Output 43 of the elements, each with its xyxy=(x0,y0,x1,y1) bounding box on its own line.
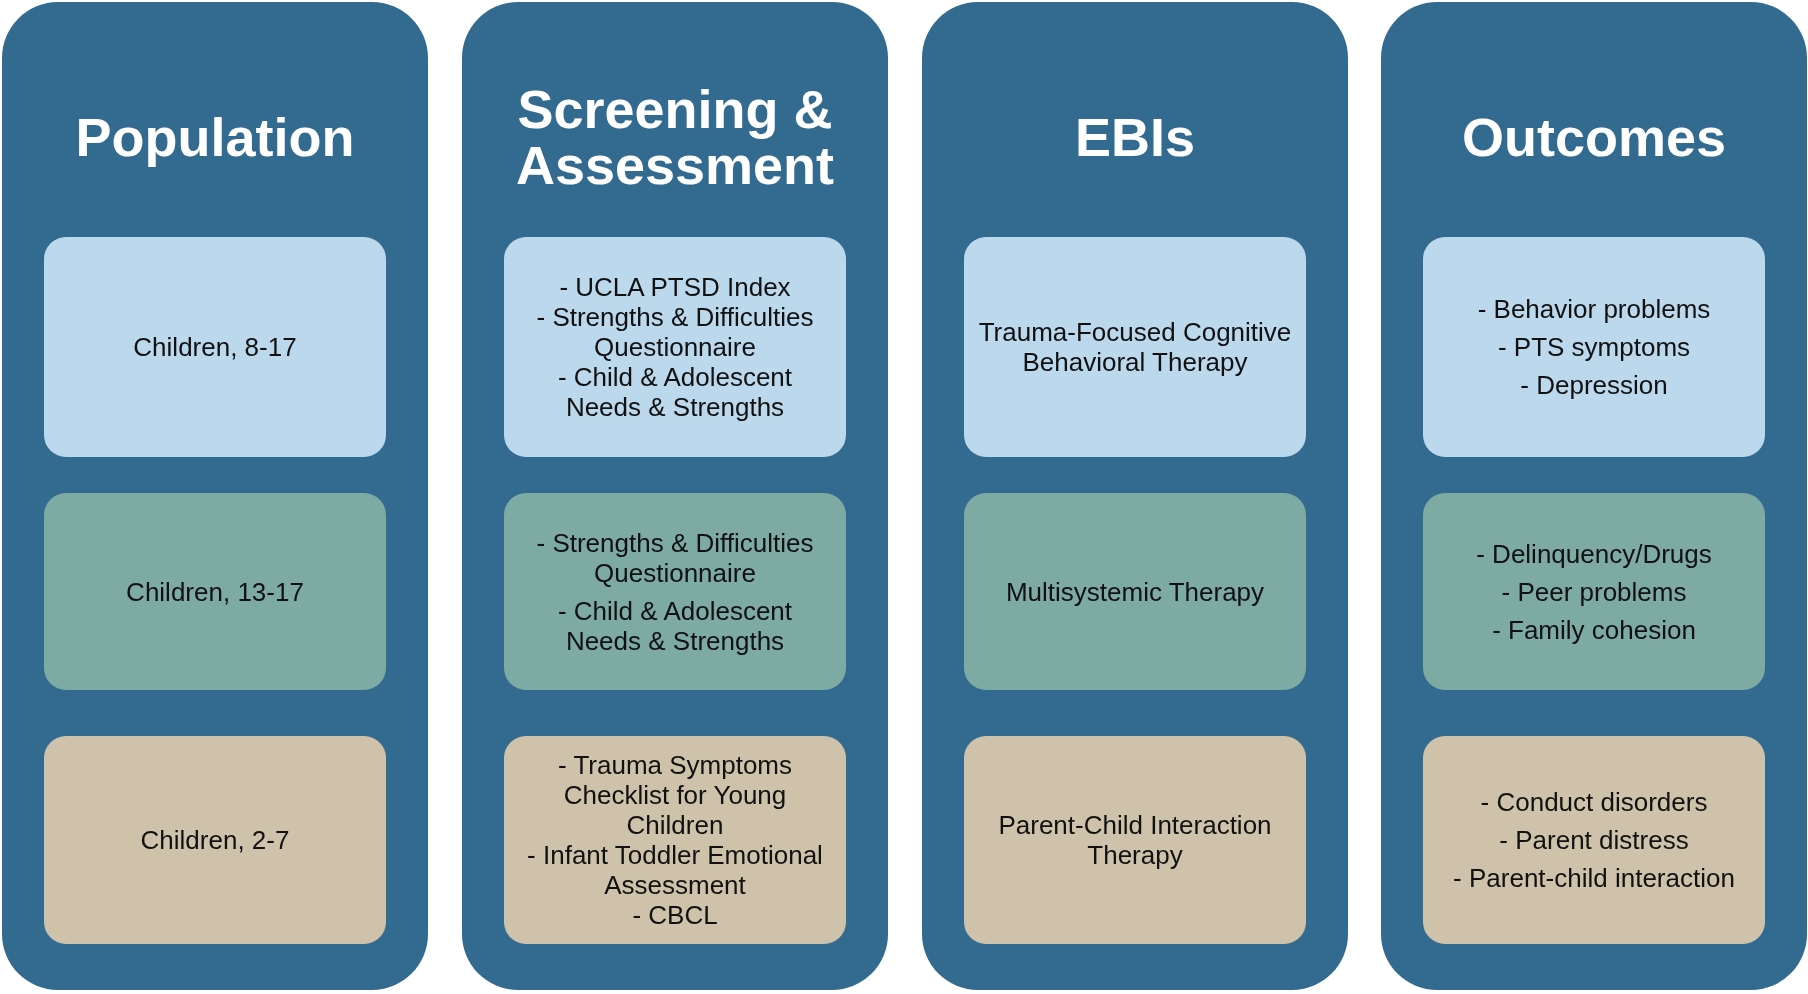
box-text: - Strengths & Difficulties Questionnaire xyxy=(535,302,815,362)
column-panel xyxy=(1381,2,1807,990)
category-box xyxy=(1423,237,1765,457)
box-text: - Behavior problems xyxy=(1477,294,1711,324)
column-heading: Outcomes xyxy=(1460,106,1728,169)
box-text: - Child & Adolescent Needs & Strengths xyxy=(556,362,794,422)
column-heading: EBIs xyxy=(1073,106,1197,169)
box-text: Children, 2-7 xyxy=(140,825,290,855)
box-text: Trauma-Focused Cognitive Behavioral Therapy xyxy=(978,317,1292,377)
category-box xyxy=(964,237,1306,457)
box-text: - PTS symptoms xyxy=(1497,332,1691,362)
category-box xyxy=(1423,736,1765,944)
box-text: - Family cohesion xyxy=(1492,614,1696,645)
category-box xyxy=(504,736,846,944)
category-box xyxy=(44,237,386,457)
category-box xyxy=(44,736,386,944)
box-text: - Peer problems xyxy=(1501,576,1687,607)
category-box xyxy=(504,493,846,690)
column-panel xyxy=(922,2,1348,990)
box-text: Parent-Child Interaction Therapy xyxy=(997,810,1273,870)
box-text: Multisystemic Therapy xyxy=(1005,576,1265,607)
column-heading: Screening & Assessment xyxy=(514,78,836,197)
category-box xyxy=(964,493,1306,690)
box-text: - Parent distress xyxy=(1499,825,1689,855)
category-box xyxy=(504,237,846,457)
category-box xyxy=(1423,493,1765,690)
box-text: - Strengths & Difficulties Questionnaire xyxy=(535,527,815,588)
box-text: - Parent-child interaction xyxy=(1453,863,1735,893)
box-text: Children, 13-17 xyxy=(126,576,304,607)
column-heading: Population xyxy=(74,106,356,169)
box-text: - CBCL xyxy=(632,900,718,930)
category-box xyxy=(964,736,1306,944)
category-box xyxy=(44,493,386,690)
box-text: - Depression xyxy=(1520,370,1668,400)
box-text: - UCLA PTSD Index xyxy=(559,272,791,302)
box-text: - Conduct disorders xyxy=(1480,787,1708,817)
box-text: - Trauma Symptoms Checklist for Young Children xyxy=(556,750,794,840)
box-text: - Delinquency/Drugs xyxy=(1476,538,1712,569)
column-panel xyxy=(2,2,428,990)
box-text: Children, 8-17 xyxy=(133,332,297,362)
box-text: - Child & Adolescent Needs & Strengths xyxy=(556,595,794,656)
column-panel xyxy=(462,2,888,990)
box-text: - Infant Toddler Emotional Assessment xyxy=(526,840,824,900)
